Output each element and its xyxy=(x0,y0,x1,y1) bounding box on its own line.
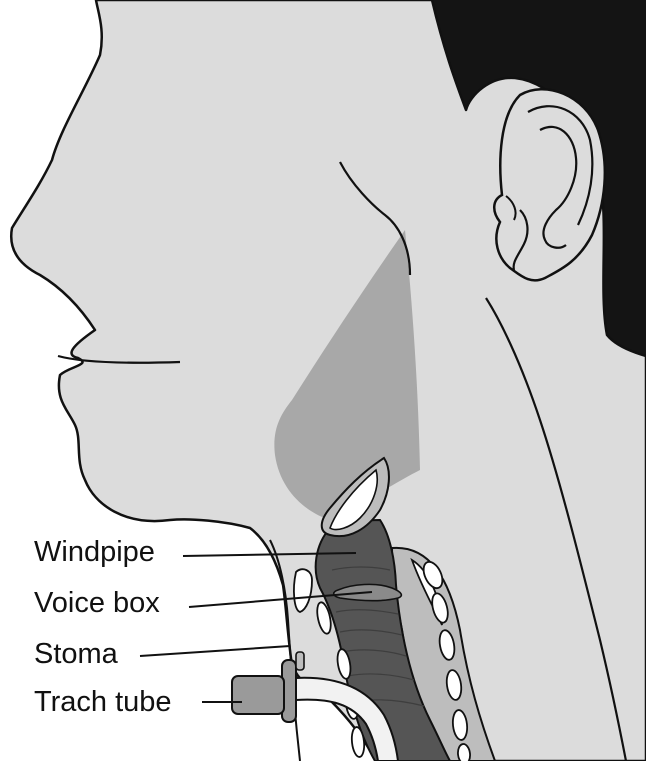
stoma xyxy=(296,652,304,670)
stoma-leader xyxy=(140,646,290,656)
trach-tube-connector xyxy=(232,676,284,714)
stoma-label: Stoma xyxy=(34,638,119,670)
voice-box-label: Voice box xyxy=(34,587,160,619)
trach-tube-label: Trach tube xyxy=(34,686,172,718)
windpipe-label: Windpipe xyxy=(34,536,155,568)
